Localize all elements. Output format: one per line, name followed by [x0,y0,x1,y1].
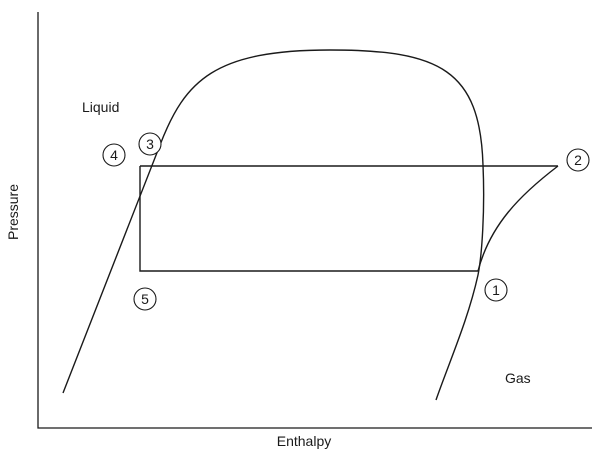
point-marker-3: 3 [138,132,162,156]
cycle-rectangle [139,165,558,272]
gas-region-label: Gas [505,370,531,386]
point-1-circle [484,278,508,302]
point-marker-5: 5 [133,287,157,311]
point-5-circle [133,287,157,311]
point-2-circle [566,148,590,172]
axes-lines [37,12,592,429]
saturation-dome-curve [62,49,485,401]
point-3-circle [138,132,162,156]
point-marker-4: 4 [102,143,126,167]
point-4-circle [102,143,126,167]
liquid-region-label: Liquid [82,99,119,115]
compression-curve [477,165,559,272]
point-3-label: 3 [146,136,154,152]
point-2-label: 2 [574,152,582,168]
y-axis-label: Pressure [5,184,21,240]
point-4-label: 4 [110,147,118,163]
point-marker-2: 2 [566,148,590,172]
point-5-label: 5 [141,291,149,307]
x-axis-label: Enthalpy [277,433,331,449]
point-1-label: 1 [492,282,500,298]
point-marker-1: 1 [484,278,508,302]
